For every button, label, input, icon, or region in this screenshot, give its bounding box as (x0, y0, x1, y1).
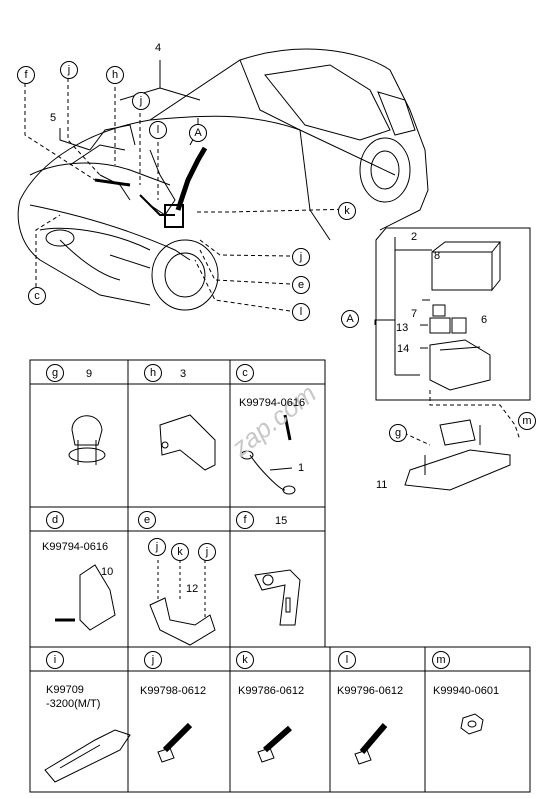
callout-h: h (106, 66, 124, 84)
cell-d-label-10: 10 (101, 566, 114, 578)
cell-m-part-number: K99940-0601 (433, 685, 500, 697)
cell-d-part-number: K99794-0616 (42, 541, 109, 553)
cell-i-part-line1: K99709 (46, 684, 84, 696)
label-2: 2 (411, 231, 418, 243)
label-11: 11 (376, 479, 388, 491)
label-8: 8 (434, 250, 441, 262)
callout-j-right: j (292, 248, 310, 266)
cell-e-k: k (171, 543, 189, 561)
cell-h-callout: h (144, 364, 162, 382)
label-4: 4 (155, 42, 162, 54)
cell-e-j2: j (198, 543, 216, 561)
callout-l-upper: l (149, 121, 167, 139)
leader-lines (24, 78, 521, 446)
cell-i-part-line2: -3200(M/T) (46, 698, 101, 710)
cell-g-qty: 9 (86, 368, 93, 380)
callout-A-car: A (189, 124, 207, 142)
callout-j-mid: j (132, 92, 150, 110)
callout-f: f (17, 66, 35, 84)
cell-l-part-number: K99796-0612 (337, 685, 404, 697)
relay-box-assembly (374, 227, 531, 401)
callout-A-box: A (341, 310, 359, 328)
callout-c-car: c (28, 287, 46, 305)
callout-e-right: e (292, 276, 310, 294)
parts-table (29, 359, 531, 793)
cell-c-part-number: K99794-0616 (239, 397, 306, 409)
cell-i-callout: i (46, 651, 64, 669)
cell-e-callout: e (138, 511, 156, 529)
cell-f-qty: 15 (275, 515, 288, 527)
callout-j-upper: j (60, 61, 78, 79)
cell-g-callout: g (46, 364, 64, 382)
label-13: 13 (396, 322, 409, 334)
cell-l-callout: l (338, 651, 356, 669)
label-5: 5 (50, 112, 57, 124)
cell-k-part-number: K99786-0612 (238, 685, 305, 697)
cell-e-label-12: 12 (186, 583, 199, 595)
callout-k: k (338, 202, 356, 220)
cell-h-qty: 3 (180, 368, 187, 380)
cell-c-callout: c (236, 364, 254, 382)
callout-g-box: g (389, 424, 407, 442)
label-14: 14 (397, 343, 410, 355)
callout-l-right: l (292, 303, 310, 321)
cell-e-j1: j (148, 538, 166, 556)
car-illustration (17, 48, 429, 311)
solid-leaders (59, 60, 201, 151)
cell-d-callout: d (46, 511, 64, 529)
cell-k-callout: k (236, 651, 254, 669)
label-7: 7 (411, 308, 418, 320)
label-6: 6 (481, 314, 488, 326)
cell-c-label-1: 1 (298, 462, 305, 474)
cell-m-callout: m (432, 651, 450, 669)
cell-j-part-number: K99798-0612 (140, 685, 207, 697)
callout-m-box: m (518, 412, 536, 430)
cell-j-callout: j (144, 651, 162, 669)
cell-f-callout: f (236, 511, 254, 529)
bracket-11 (404, 419, 511, 491)
part-sketches (44, 414, 484, 783)
